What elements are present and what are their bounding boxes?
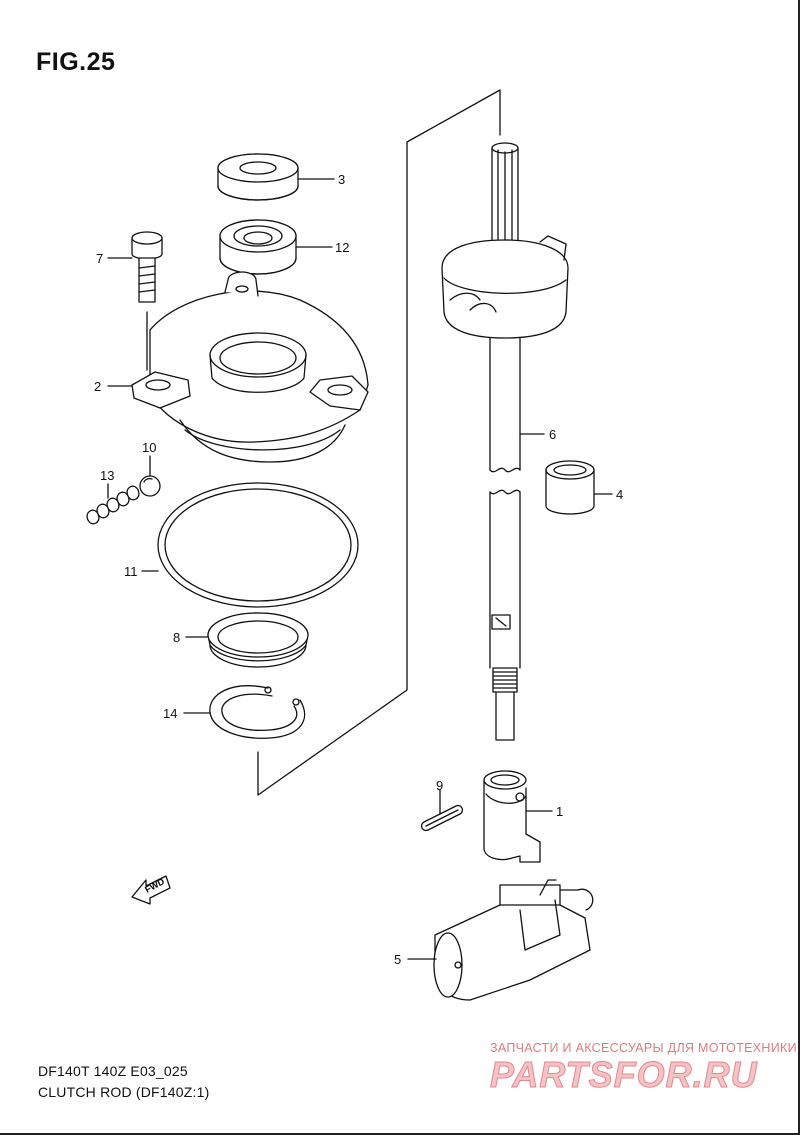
watermark-brand: PARTSFOR.RU	[490, 1054, 758, 1096]
leader-lines	[107, 178, 613, 960]
figure-caption: CLUTCH ROD (DF140Z:1)	[38, 1084, 210, 1100]
part-3-washer	[217, 153, 299, 201]
part-1-fork	[483, 770, 541, 863]
part-8-ring	[207, 612, 309, 668]
figure-title: FIG.25	[36, 48, 116, 76]
callout-4: 4	[616, 487, 623, 502]
part-13-spring	[86, 485, 140, 525]
callout-7: 7	[96, 251, 103, 266]
callout-6: 6	[549, 427, 556, 442]
part-12-oil-seal	[219, 219, 297, 275]
assembly-bracket	[257, 89, 501, 796]
callout-3: 3	[338, 172, 345, 187]
part-7-bolt	[131, 231, 163, 371]
callout-1: 1	[556, 804, 563, 819]
callout-12: 12	[335, 240, 349, 255]
part-9-pin	[420, 804, 464, 832]
callout-8: 8	[173, 630, 180, 645]
part-11-o-ring	[157, 482, 359, 608]
part-4-bushing	[545, 460, 595, 515]
part-6-clutch-rod	[441, 142, 569, 741]
callout-9: 9	[436, 778, 443, 793]
figure-code: DF140T 140Z E03_025	[38, 1063, 188, 1079]
callout-2: 2	[94, 379, 101, 394]
callout-10: 10	[142, 440, 156, 455]
part-10-ball	[139, 475, 161, 497]
callout-11: 11	[124, 564, 138, 579]
callout-14: 14	[163, 706, 177, 721]
callout-5: 5	[394, 952, 401, 967]
callout-labels: 1 2 3 4 5 6 7 8 9 10 11 12 13 14	[94, 172, 623, 967]
part-14-circlip	[209, 685, 306, 739]
part-2-housing	[131, 271, 369, 463]
watermark-tagline: ЗАПЧАСТИ И АКСЕССУАРЫ ДЛЯ МОТОТЕХНИКИ	[490, 1041, 797, 1055]
part-5-shift-slider	[433, 879, 594, 1001]
fwd-arrow-icon	[131, 875, 171, 905]
callout-13: 13	[100, 468, 114, 483]
